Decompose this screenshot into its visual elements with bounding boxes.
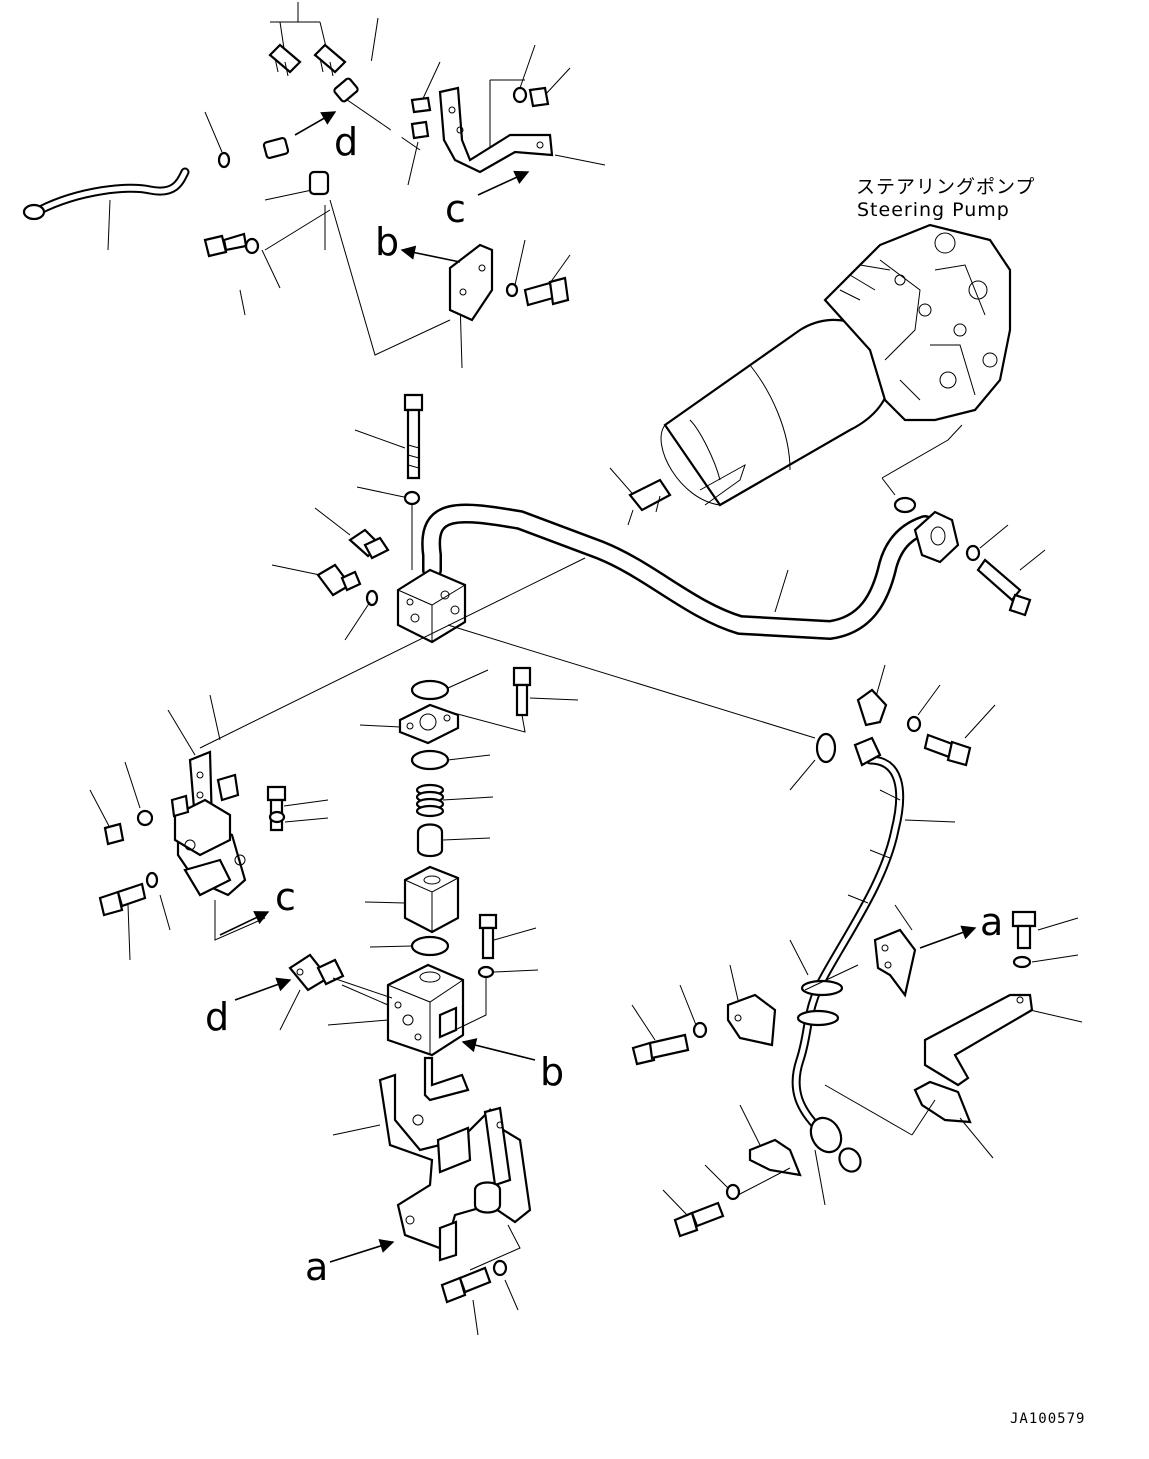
view-arrow-c-top: c [445,170,530,231]
view-arrow-d-bottom: d [205,977,292,1039]
washer [505,282,519,298]
pressure-switch [348,528,390,560]
lower-guard-right [913,1080,972,1124]
washer [1012,955,1032,969]
o-ring [410,679,450,701]
view-arrow-c-bottom: c [219,875,296,936]
nut [103,822,125,846]
o-ring [815,732,837,764]
lower-guard-left [726,993,777,1047]
washer [145,871,159,889]
view-label-d-top: d [334,120,358,164]
center-stack [327,666,579,1057]
bolt-lower-left [631,1033,690,1066]
bracket-c-top [438,86,554,174]
o-ring [893,496,917,514]
view-arrow-b-top: b [375,220,461,264]
main-valve [386,963,465,1057]
view-arrow-a-bottom: a [305,1239,395,1289]
sensor-plug [316,563,362,597]
o-ring [410,749,450,771]
lower-guard-mid [748,1138,802,1177]
washer [512,86,528,104]
view-label-d-bottom: d [205,995,229,1039]
bolt-right-a [1011,910,1037,950]
bolt-lower-mid [673,1201,725,1238]
view-label-b-bottom: b [540,1050,564,1094]
o-ring [365,589,379,607]
washer [692,1021,708,1039]
valve-block [403,865,460,934]
bracket-b [448,243,494,322]
top-hose [22,151,231,221]
washer [906,715,922,733]
flange-plate [398,703,460,745]
mount-bracket [378,1056,532,1262]
bolt-mid-left [266,785,287,832]
top-pipe-group: d c [22,2,606,369]
clip [410,120,430,140]
nut [528,86,550,108]
long-bolt [403,393,424,480]
pump-label-jp: ステアリングポンプ [856,176,1035,198]
washer [965,544,981,562]
bolt-right-top [923,733,972,767]
bolt-valve [478,913,498,960]
view-label-c-top: c [445,187,466,231]
steering-pump: ステアリングポンプ Steering Pump [660,176,1035,507]
right-hose-group: a [631,664,1083,1238]
view-arrow-b-bottom: b [461,1038,564,1094]
spring [415,783,445,818]
bolt-top-left [203,232,260,258]
view-label-b-top: b [375,220,399,264]
washer [136,809,154,827]
view-label-a-bottom: a [305,1245,328,1289]
clip [410,96,432,114]
elbow-fitting-d [288,953,393,999]
pump-label-en: Steering Pump [857,199,1010,221]
washer [477,965,495,979]
tube-block [396,568,467,644]
washer [403,490,421,506]
u-bolt-pair [268,43,347,77]
view-arrow-d-top: d [294,111,358,164]
main-tube [421,467,1046,640]
bolt-b [523,276,570,307]
left-clamp-group [89,694,266,961]
long-bracket [923,993,1034,1087]
washer [492,1259,508,1277]
clamp-a [873,928,917,998]
plunger [416,823,444,858]
small-tube [252,59,405,196]
pump-bolt [976,558,1032,617]
tube-u-bolt [627,478,672,526]
drawing-code: JA100579 [1010,1411,1085,1427]
socket-bolt [512,666,532,717]
bolt-bottom [440,1266,492,1304]
view-label-c-bottom: c [275,875,296,919]
washer [725,1183,741,1201]
view-label-a-right: a [980,900,1003,944]
view-arrow-a-right: a [919,900,1003,949]
o-ring [410,935,450,957]
